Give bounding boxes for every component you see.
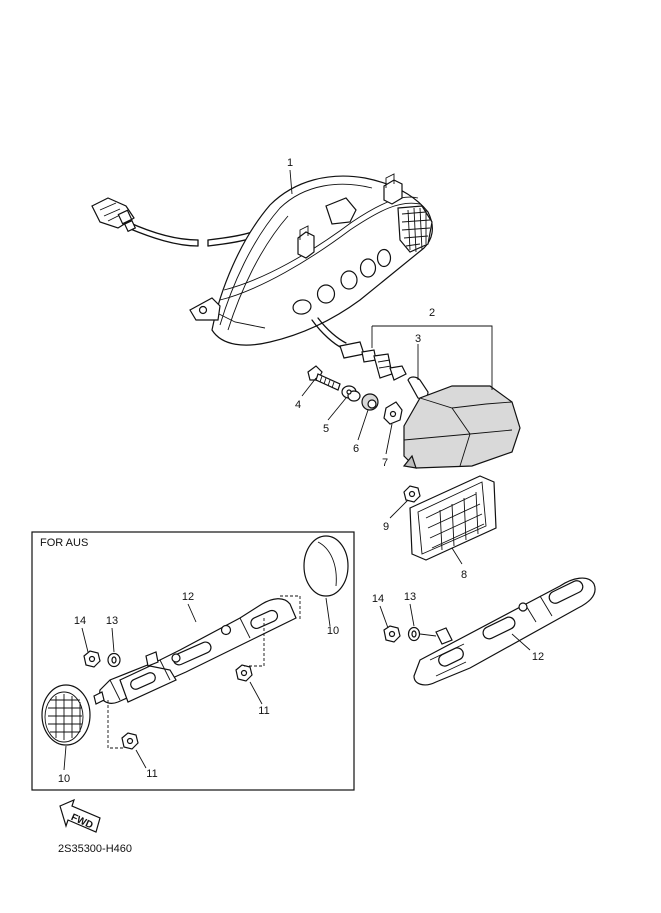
callout-10-left: 10 [58,773,70,785]
callout-3: 3 [415,333,421,345]
callout-14-inset: 14 [74,615,86,627]
bulb-socket-assembly [339,341,429,400]
callout-9: 9 [383,521,389,533]
callout-12-main: 12 [532,651,544,663]
inset-for-aus [31,531,355,791]
callout-2: 2 [429,307,435,319]
lens-cover-upper [402,385,521,469]
callout-10-right: 10 [327,625,339,637]
callout-labels: 1 2 3 4 5 6 7 9 8 12 14 13 FOR AUS 12 14… [40,157,544,855]
callout-13-inset: 13 [106,615,118,627]
callout-14-main: 14 [372,593,384,605]
license-bracket-main [383,577,596,686]
callout-11-upper: 11 [258,705,269,717]
callout-5: 5 [323,423,329,435]
callout-6: 6 [353,443,359,455]
callout-12-inset: 12 [182,591,194,603]
drawing-code: 2S35300-H460 [58,843,132,855]
reflector [409,475,497,561]
callout-11-lower: 11 [146,768,157,780]
callout-1: 1 [287,157,293,169]
inset-title: FOR AUS [40,537,88,549]
callout-13-main: 13 [404,591,416,603]
taillight-assembly [91,173,433,349]
callout-7: 7 [382,457,388,469]
callout-8: 8 [461,569,467,581]
callout-4: 4 [295,399,301,411]
small-hardware [307,365,421,503]
leader-lines [63,169,531,771]
fwd-arrow-icon: FWD [59,798,101,833]
